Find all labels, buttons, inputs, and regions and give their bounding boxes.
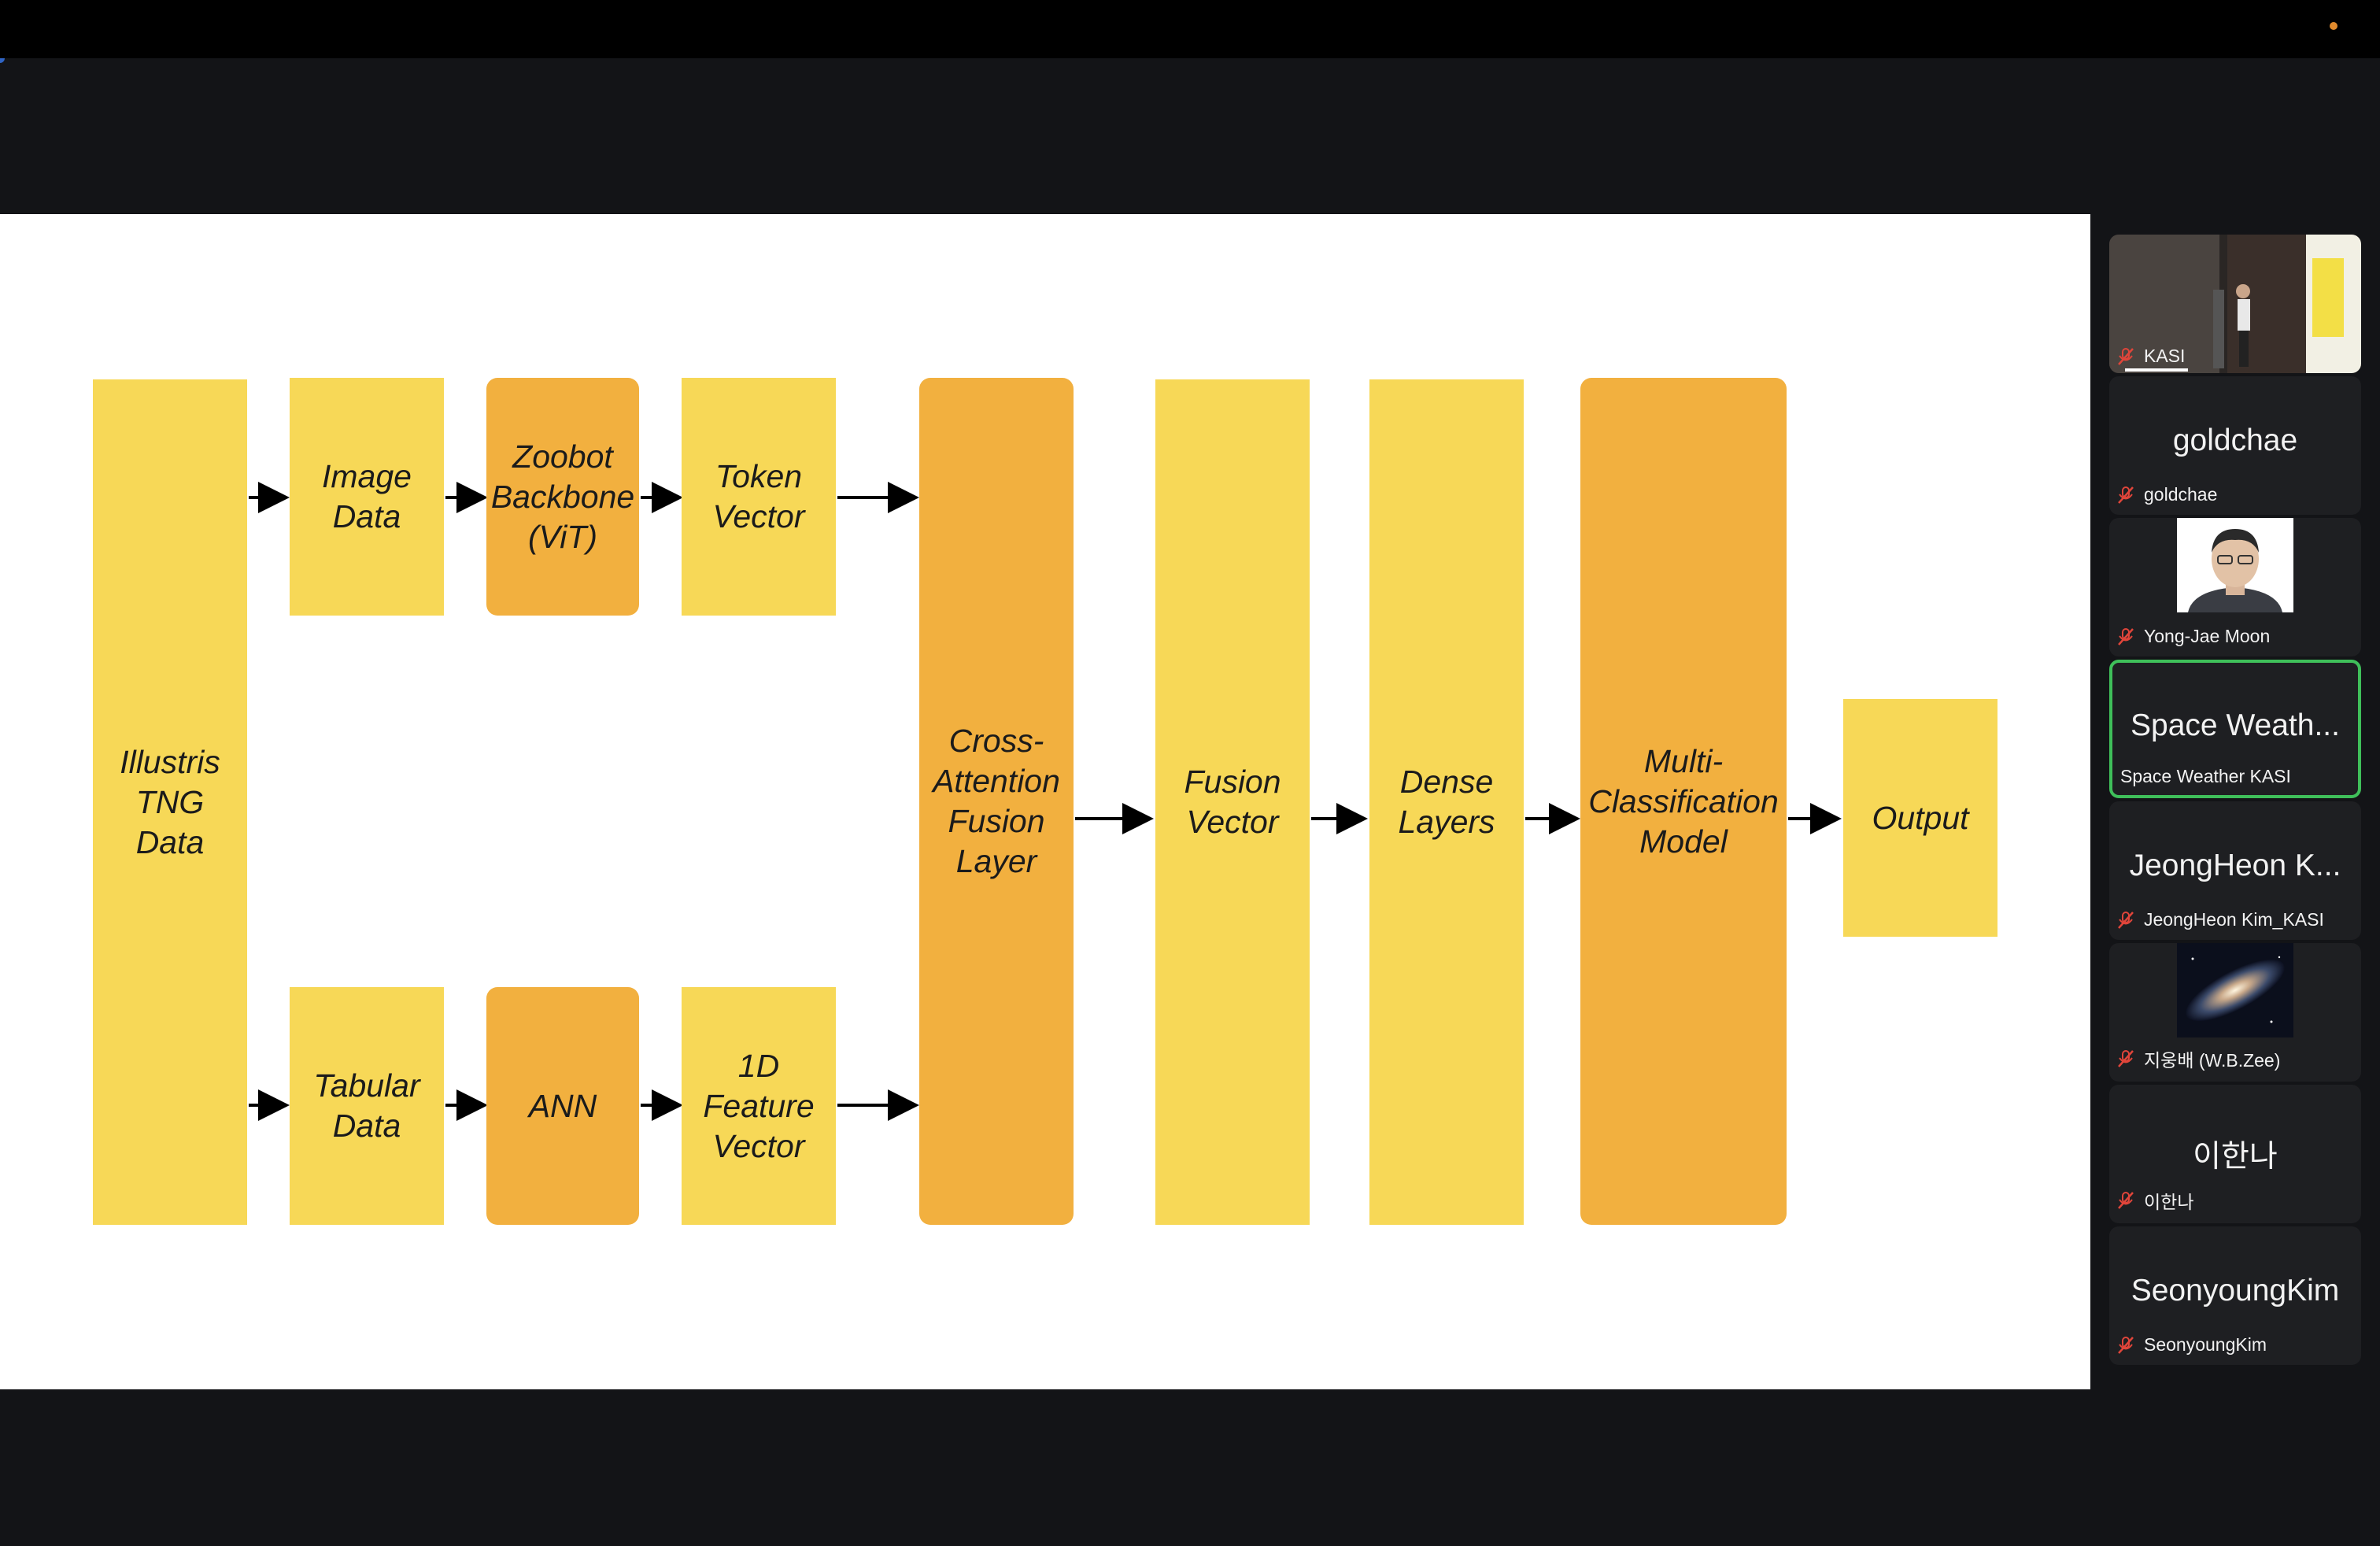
- participant-display-name: Space Weath...: [2131, 708, 2340, 742]
- node-ann: ANN: [486, 987, 639, 1225]
- participant-label: 지웅배 (W.B.Zee): [2117, 1045, 2280, 1072]
- participant-tile-seonyoungkim[interactable]: SeonyoungKim SeonyoungKim: [2109, 1226, 2361, 1365]
- participant-tile-leehanna[interactable]: 이한나 이한나: [2109, 1085, 2361, 1223]
- participant-label: Yong-Jae Moon: [2117, 626, 2270, 647]
- node-image-data: Image Data: [290, 378, 444, 616]
- participant-tile-yong-jae-moon[interactable]: Yong-Jae Moon: [2109, 518, 2361, 656]
- galaxy-avatar: [2177, 943, 2293, 1037]
- node-illustris-tng-data: Illustris TNG Data: [93, 379, 247, 1225]
- mic-muted-icon: [2118, 1050, 2134, 1067]
- avatar: [2177, 518, 2293, 612]
- participant-label: KASI: [2117, 346, 2185, 367]
- participant-label: goldchae: [2117, 484, 2217, 505]
- participant-label: Space Weather KASI: [2120, 766, 2291, 786]
- participant-label: SeonyoungKim: [2117, 1334, 2267, 1356]
- participant-tile-wbzee[interactable]: 지웅배 (W.B.Zee): [2109, 943, 2361, 1082]
- mic-muted-icon: [2118, 1336, 2134, 1354]
- participant-display-name: SeonyoungKim: [2131, 1274, 2340, 1307]
- video-feed-image: [2109, 235, 2361, 373]
- node-cross-attention-fusion-layer: Cross- Attention Fusion Layer: [919, 378, 1074, 1225]
- mic-muted-icon: [2118, 486, 2134, 504]
- node-fusion-vector: Fusion Vector: [1155, 379, 1310, 1225]
- node-token-vector: Token Vector: [682, 378, 836, 616]
- participant-tile-jeongheon-kim[interactable]: JeongHeon K... JeongHeon Kim_KASI: [2109, 801, 2361, 940]
- mic-muted-icon: [2118, 347, 2134, 365]
- node-zoobot-backbone: Zoobot Backbone (ViT): [486, 378, 639, 616]
- node-1d-feature-vector: 1D Feature Vector: [682, 987, 836, 1225]
- shared-slide: Illustris TNG Data Image Data Zoobot Bac…: [0, 214, 2090, 1389]
- node-output: Output: [1843, 699, 1998, 937]
- recording-indicator-icon: [2330, 22, 2338, 30]
- participant-label: JeongHeon Kim_KASI: [2117, 909, 2324, 930]
- mic-muted-icon: [2118, 627, 2134, 645]
- node-tabular-data: Tabular Data: [290, 987, 444, 1225]
- participant-label: 이한나: [2117, 1187, 2193, 1214]
- participant-display-name: JeongHeon K...: [2129, 849, 2341, 882]
- participant-display-name: 이한나: [2193, 1140, 2278, 1174]
- mic-muted-icon: [2118, 911, 2134, 929]
- top-bar: [0, 0, 2380, 58]
- participant-tile-kasi[interactable]: KASI: [2109, 235, 2361, 373]
- window-corner: [0, 58, 5, 63]
- participant-tile-goldchae[interactable]: goldchae goldchae: [2109, 376, 2361, 515]
- participant-display-name: goldchae: [2172, 423, 2298, 457]
- mic-muted-icon: [2118, 1192, 2134, 1209]
- node-multi-classification-model: Multi- Classification Model: [1580, 378, 1787, 1225]
- participant-tile-space-weather-kasi[interactable]: Space Weath... Space Weather KASI: [2109, 660, 2361, 798]
- node-dense-layers: Dense Layers: [1369, 379, 1524, 1225]
